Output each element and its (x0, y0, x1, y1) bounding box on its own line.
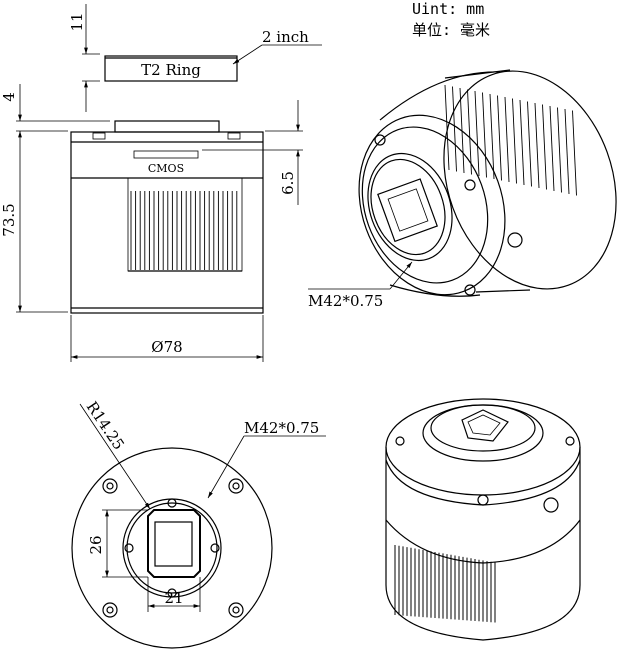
t2-ring-label: T2 Ring (141, 61, 201, 79)
fin-line (557, 107, 562, 193)
fin-line (474, 90, 480, 177)
dim-sensor-depth: 6.5 (279, 171, 297, 195)
fin-line (512, 98, 517, 184)
heatsink-fins (394, 545, 496, 623)
fin-line (489, 93, 495, 180)
fin-line (444, 84, 450, 171)
front-thread-label: M42*0.75 (244, 419, 319, 437)
fin-line (482, 92, 487, 178)
iso-view-front: M42*0.75 (308, 69, 617, 310)
camera-body-side (70, 131, 264, 314)
units-line2: 单位: 毫米 (412, 21, 490, 39)
dim-flange: 4 (0, 92, 18, 102)
fin-line (497, 95, 502, 181)
dim-height: 73.5 (0, 203, 18, 236)
fin-line (467, 89, 472, 175)
dim-sensor-width: 21 (164, 589, 183, 607)
fin-line (564, 108, 570, 195)
side-view: T2 Ring 2 inch 11 CMOS 4 73.5 (0, 4, 322, 362)
fin-line (572, 110, 577, 196)
cmos-sensor (133, 150, 199, 159)
fin-line (452, 86, 457, 172)
fin-line (504, 96, 510, 183)
fin-line (549, 105, 555, 192)
t2-ring (104, 55, 238, 82)
iso-view-top (385, 398, 581, 641)
radius-label: R14.25 (83, 398, 128, 453)
fin-line (542, 104, 547, 190)
dim-diameter: Ø78 (151, 338, 182, 356)
heatsink-fins (128, 191, 242, 272)
cmos-label: CMOS (148, 162, 184, 175)
heatsink-fins (444, 84, 577, 196)
fin-line (519, 99, 525, 186)
sensor (154, 521, 193, 567)
fin-line (534, 102, 540, 189)
sensor-window (147, 509, 201, 578)
iso-thread-label: M42*0.75 (308, 292, 383, 310)
units-line1: Uint: mm (412, 0, 484, 18)
ring-thread-label: 2 inch (262, 28, 309, 46)
dim-ring-height: 11 (68, 12, 86, 31)
front-view: R14.25 M42*0.75 26 21 (71, 398, 326, 649)
dim-sensor-height: 26 (87, 535, 105, 554)
camera-body-front (71, 447, 273, 649)
fin-line (527, 101, 532, 187)
